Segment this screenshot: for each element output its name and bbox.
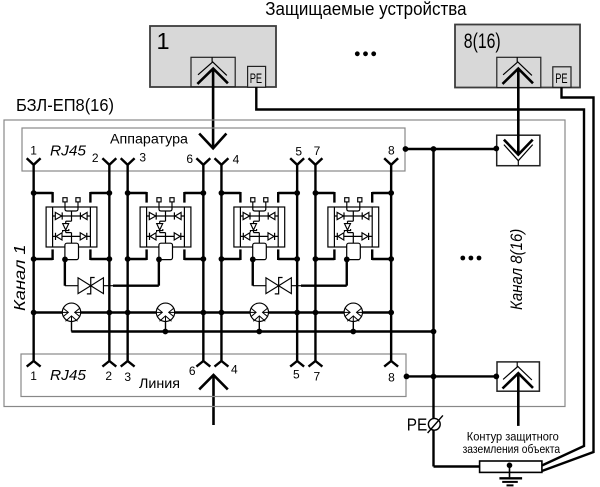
svg-text:2: 2	[92, 151, 99, 165]
svg-text:8(16): 8(16)	[464, 29, 501, 53]
svg-text:1: 1	[30, 369, 37, 383]
svg-text:7: 7	[313, 370, 320, 384]
svg-text:3: 3	[124, 370, 131, 384]
svg-text:БЗЛ-ЕП8(16): БЗЛ-ЕП8(16)	[16, 95, 114, 115]
svg-text:7: 7	[314, 144, 321, 158]
svg-text:Канал 8(16): Канал 8(16)	[508, 229, 526, 310]
svg-text:Контур защитного: Контур защитного	[467, 429, 559, 443]
svg-text:Защищаемые устройства: Защищаемые устройства	[265, 0, 467, 19]
svg-text:2: 2	[105, 369, 112, 383]
svg-text:заземления объекта: заземления объекта	[463, 442, 561, 456]
svg-text:PE: PE	[407, 414, 428, 434]
svg-text:RJ45: RJ45	[50, 144, 87, 160]
svg-text:PE: PE	[555, 70, 567, 86]
svg-text:1: 1	[30, 143, 37, 157]
svg-text:Линия: Линия	[139, 376, 180, 392]
svg-text:6: 6	[186, 152, 193, 166]
svg-text:3: 3	[139, 150, 146, 164]
svg-text:4: 4	[231, 363, 238, 377]
svg-text:8: 8	[388, 143, 395, 157]
svg-text:Аппаратура: Аппаратура	[110, 132, 188, 148]
svg-text:4: 4	[233, 153, 240, 167]
svg-text:6: 6	[189, 364, 196, 378]
svg-text:8: 8	[388, 371, 395, 385]
svg-text:PE: PE	[250, 70, 262, 86]
svg-text:5: 5	[295, 144, 302, 158]
svg-text:RJ45: RJ45	[50, 368, 87, 384]
svg-text:5: 5	[293, 368, 300, 382]
svg-text:1: 1	[157, 28, 170, 54]
svg-text:Канал 1: Канал 1	[12, 244, 29, 311]
